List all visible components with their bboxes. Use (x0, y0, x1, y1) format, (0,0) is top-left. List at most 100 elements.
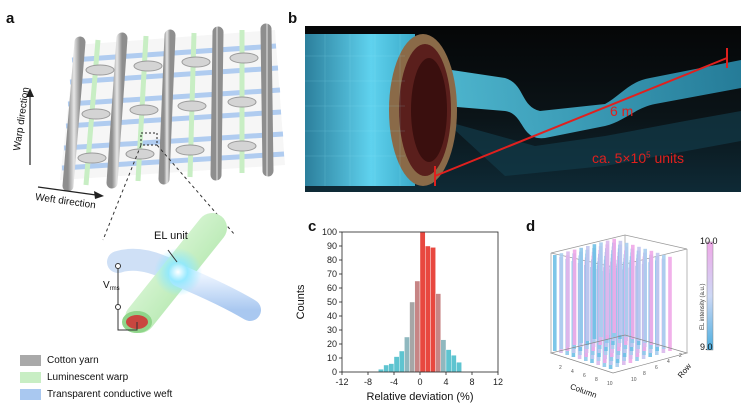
bar-3d (643, 248, 647, 343)
box-base (549, 334, 689, 374)
histogram-bar (450, 354, 457, 373)
legend-swatch (20, 372, 41, 383)
length-measure-line (434, 57, 728, 177)
bar-3d (612, 238, 616, 333)
bar-3d (618, 240, 623, 335)
histogram-bar (445, 349, 452, 373)
legend-label: Cotton yarn (47, 355, 99, 366)
voltage-main: V (103, 280, 110, 291)
y-tick-label: 30 (327, 325, 337, 335)
bar-3d (599, 242, 603, 337)
panel-a-letter: a (6, 10, 15, 27)
y-tick-label: 90 (327, 241, 337, 251)
y-tick-label: 50 (327, 297, 337, 307)
svg-text:2: 2 (559, 365, 562, 371)
histogram-bar (435, 293, 442, 373)
y-tick-label: 80 (327, 255, 337, 265)
histogram-xlabel: Relative deviation (%) (367, 391, 474, 403)
selected-unit-box (140, 132, 158, 146)
histogram-bar (424, 245, 431, 373)
bar-3d (559, 253, 564, 349)
bar-3d (662, 254, 666, 349)
legend-swatch (20, 355, 41, 366)
svg-text:10: 10 (607, 381, 613, 387)
bar-3d (605, 240, 610, 335)
legend-swatch (20, 389, 41, 400)
histogram-bar (419, 231, 426, 373)
y-tick-label: 60 (327, 283, 337, 293)
panel-a-illustration (26, 23, 285, 333)
length-label: 6 m (610, 103, 634, 119)
x-tick-label: -8 (364, 377, 372, 387)
y-tick-label: 100 (322, 227, 337, 237)
histogram-bar (404, 336, 410, 373)
legend-item-conductive-weft: Transparent conductive weft (20, 386, 172, 403)
histogram-bar (440, 339, 447, 373)
bar-3d (631, 244, 635, 339)
x-tick-label: -12 (335, 377, 348, 387)
legend-label: Luminescent warp (47, 372, 129, 383)
y-tick-label: 70 (327, 269, 337, 279)
svg-text:6: 6 (655, 365, 658, 371)
histogram-bar (430, 247, 436, 373)
bar-3d (649, 250, 654, 345)
histogram-bar (378, 368, 384, 373)
histogram-bar (388, 363, 395, 373)
colorbar (706, 241, 714, 351)
histogram-ylabel: Counts (295, 284, 307, 319)
x-tick-label: 4 (443, 377, 448, 387)
units-label-exp: 5 (646, 150, 651, 160)
histogram-bar (393, 356, 400, 373)
bar-3d (655, 252, 660, 347)
bar-3d (579, 247, 583, 343)
zoom-line-right (156, 144, 236, 236)
y-tick-label: 20 (327, 339, 337, 349)
el-unit-label: EL unit (154, 230, 188, 242)
bar-3d (586, 246, 590, 341)
voltage-sub: rms (109, 286, 120, 292)
svg-text:10: 10 (631, 377, 637, 383)
svg-text:4: 4 (571, 369, 574, 375)
weft-arrow (37, 186, 97, 196)
panel-b-letter: b (288, 10, 298, 27)
bar-3d (624, 242, 629, 337)
x-tick-label: -4 (390, 377, 398, 387)
bar-3d (668, 256, 672, 351)
y-tick-label: 10 (327, 353, 337, 363)
svg-text:8: 8 (643, 371, 646, 377)
units-label-suffix: units (650, 150, 685, 166)
legend-item-cotton: Cotton yarn (20, 352, 172, 369)
legend-item-luminescent-warp: Luminescent warp (20, 369, 172, 386)
el-unit-closeup (107, 213, 261, 333)
fabric-weave (60, 23, 285, 192)
bars-3d (553, 238, 672, 369)
bar-3d (566, 251, 570, 347)
x-tick-label: 8 (469, 377, 474, 387)
y-tick-label: 40 (327, 311, 337, 321)
bar-3d (637, 246, 641, 341)
legend-label: Transparent conductive weft (47, 389, 173, 400)
panel-a-legend: Cotton yarn Luminescent warp Transparent… (20, 352, 172, 403)
bar-3d (553, 255, 557, 351)
panel-b-photo (305, 26, 741, 192)
bar-3d (572, 249, 577, 345)
svg-text:8: 8 (595, 377, 598, 383)
histogram-bar (414, 280, 421, 373)
colorbar-max-label: 10.0 (700, 236, 718, 246)
zoom-line-left (102, 144, 142, 241)
svg-text:4: 4 (667, 359, 670, 365)
panel-c-letter: c (308, 218, 317, 235)
svg-text:2: 2 (679, 353, 682, 359)
panel-d-letter: d (526, 218, 536, 235)
histogram-bar (456, 361, 462, 373)
units-label: ca. 5×105 units (592, 150, 684, 166)
colorbar-title: EL intensity (a.u.) (700, 283, 706, 330)
voltage-label: Vrms (103, 280, 120, 292)
histogram-bar (409, 301, 415, 373)
x-tick-label: 12 (493, 377, 503, 387)
units-label-main: ca. 5×10 (592, 150, 647, 166)
histogram-bar (398, 350, 405, 373)
